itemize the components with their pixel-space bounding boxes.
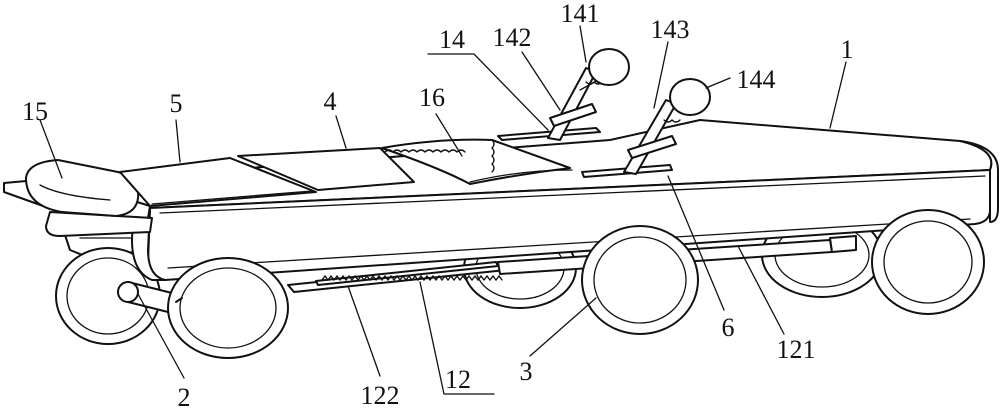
- headrest-15: [25, 159, 140, 217]
- arm-143: [623, 78, 711, 175]
- label-16: 16: [419, 83, 445, 112]
- cushion-16: [381, 138, 573, 185]
- label-121: 121: [777, 335, 816, 364]
- front-wheel-right: [871, 209, 985, 315]
- label-14: 14: [439, 25, 465, 54]
- label-2: 2: [178, 383, 191, 412]
- label-15: 15: [22, 97, 48, 126]
- label-4: 4: [324, 87, 337, 116]
- arm-14: [547, 48, 630, 141]
- label-143: 143: [651, 15, 690, 44]
- label-142: 142: [493, 23, 532, 52]
- label-122: 122: [361, 381, 400, 410]
- label-6: 6: [722, 313, 735, 342]
- seat-4: [237, 147, 415, 191]
- leader-lines: [39, 25, 847, 395]
- label-144: 144: [737, 65, 776, 94]
- label-1: 1: [841, 35, 854, 64]
- label-12: 12: [445, 365, 471, 394]
- label-5: 5: [170, 89, 183, 118]
- front-wheel-left: [167, 257, 289, 359]
- pad-5: [119, 157, 317, 207]
- front-wheel-3: [581, 225, 699, 335]
- label-141: 141: [561, 0, 600, 28]
- part-labels: 15 5 4 16 14 142 141 143 144 1 6 121 3 1…: [22, 0, 854, 412]
- label-3: 3: [520, 357, 533, 386]
